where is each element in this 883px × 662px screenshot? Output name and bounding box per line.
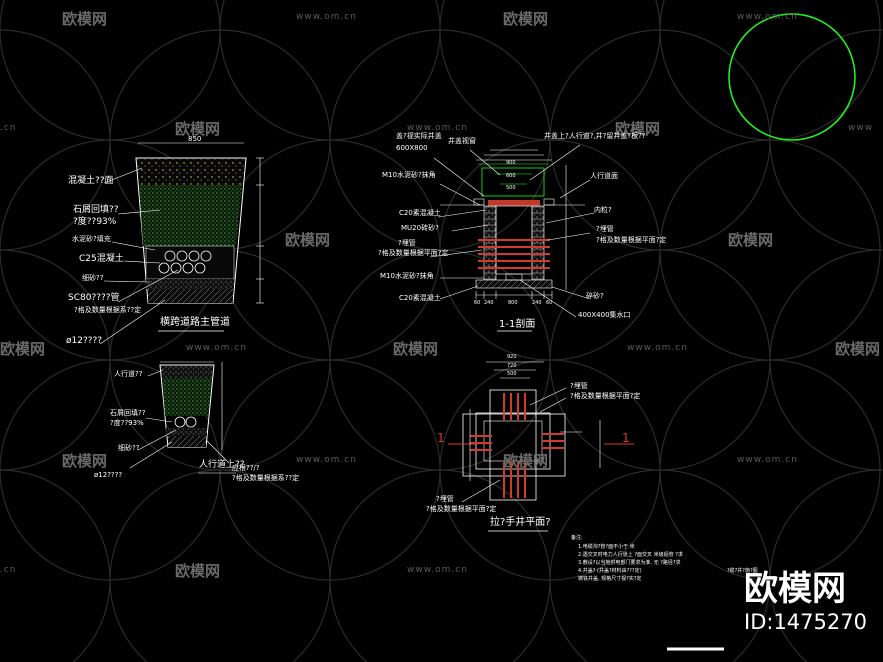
label-note: 应根??/?	[232, 464, 260, 472]
well-section-title: 1-1剖面	[499, 319, 536, 330]
small-trench-title: 人行道上??	[199, 460, 245, 470]
brand-logo-text: 欧模网	[744, 569, 846, 609]
watermark-url: www.om.cn	[407, 123, 468, 133]
watermark-logo: 欧模网	[503, 452, 549, 470]
label-gravel-backfill: 石屑回填??	[73, 205, 119, 215]
green-circle	[728, 13, 856, 141]
label-c20-concrete: C20素混凝土	[399, 294, 441, 302]
small-trench-section	[129, 361, 236, 474]
watermark-logo: 欧模网	[175, 120, 221, 138]
dimension-text: 60	[546, 300, 553, 306]
dimension-text: 500	[506, 185, 516, 191]
label-concrete-surface: 混凝土??面	[68, 176, 114, 186]
label-fine-sand: 细砂??	[82, 274, 104, 282]
notes-line: 2.遇交叉时电力人行道上 ?面交叉 米级铝管 ?求	[578, 552, 683, 558]
notes-line: 3.敷设?以当地供电部门要求为准, 无 ?路径?求	[578, 560, 681, 566]
dimension-text: 600	[506, 173, 516, 179]
watermark-url: www.om.cn	[296, 12, 357, 22]
dimension-text: 720	[507, 363, 517, 369]
label-cover-size: 600X800	[396, 144, 428, 152]
label-embedded-pipe: ?埋管	[596, 225, 614, 233]
label-rebar: ø12????	[66, 336, 103, 346]
dimension-text: 240	[484, 300, 494, 306]
label-embedded-pipe: ?埋管	[570, 382, 588, 390]
label-rebar: ø12????	[94, 471, 123, 479]
watermark-logo: 欧模网	[728, 231, 774, 249]
label-compaction: ?度??93%	[73, 217, 117, 227]
label-mortar-fill: 水泥砂?填充	[72, 235, 111, 243]
label-spec-note: ?格及数量根据平面?定	[570, 392, 641, 400]
label-fine-sand: 细砂??	[118, 444, 140, 452]
watermark-logo: 欧模网	[62, 452, 108, 470]
label-compaction: ?度??93%	[110, 419, 144, 427]
watermark-logo: 欧模网	[615, 120, 661, 138]
watermark-logo-fragment: 欧模网	[835, 340, 881, 358]
label-sump: 400X400集水口	[578, 311, 631, 319]
watermark-url-fragment: .cn	[0, 123, 17, 133]
drawing-stamp: ?缆?井?施?图	[727, 568, 758, 574]
main-trench-section	[99, 142, 264, 345]
watermark-logo: 欧模网	[62, 10, 108, 28]
label-spec-note: ?格及数量根据系??定	[74, 306, 142, 314]
watermark-logo-fragment: 欧模网	[0, 340, 46, 358]
watermark-url: www.om.cn	[296, 455, 357, 465]
dimension-text: 500	[507, 371, 517, 377]
watermark-url: www.om.cn	[407, 565, 468, 575]
label-cover-note: 井盖上?人行道?,井?留井盖?板??	[544, 132, 646, 140]
plan-view-title: 拉?手井平面?	[490, 517, 551, 528]
watermark-url-fragment: www	[848, 123, 874, 133]
notes-line: 铸铁井盖, 规格尺寸视?实?定	[578, 576, 642, 582]
plan-view	[448, 361, 634, 532]
label-inner: 内粒?	[594, 206, 612, 214]
watermark-logo: 欧模网	[175, 562, 221, 580]
watermark-logo: 欧模网	[393, 340, 439, 358]
label-crushed-stone: 碎砂?	[586, 292, 604, 300]
dimension-text: 800	[508, 300, 518, 306]
main-trench-title: 横跨道路主管道	[160, 317, 230, 328]
dimension-text: 60	[474, 300, 481, 306]
label-spec-note: ?格及数量根据平面?定	[596, 236, 667, 244]
label-sc80-pipe: SC80????管	[68, 293, 120, 303]
section-mark-left: 1	[437, 431, 445, 445]
watermark-url: www.om.cn	[737, 455, 798, 465]
label-cover-view: 井盖视窗	[448, 137, 476, 145]
label-embedded-pipe: ?埋管	[436, 495, 454, 503]
label-gravel-backfill: 石屑回填??	[110, 409, 146, 417]
watermark-url: www.om.cn	[737, 12, 798, 22]
watermark-url: www.om.cn	[627, 343, 688, 353]
watermark-url: www.om.cn	[186, 343, 247, 353]
notes-title: 备注:	[571, 535, 583, 541]
label-c20-concrete: C20素混凝土	[399, 209, 441, 217]
well-section	[429, 144, 595, 332]
label-brick-mortar: MU20砖砂?	[401, 224, 439, 232]
label-embedded-pipe: ?埋管	[398, 239, 416, 247]
dimension-text: 240	[532, 300, 542, 306]
brand-id: ID:1475270	[744, 610, 867, 634]
dimension-text: 920	[507, 354, 517, 360]
watermark-logo: 欧模网	[285, 231, 331, 249]
watermark-url-fragment: .cn	[0, 565, 17, 575]
label-mortar: M10水泥砂?抹角	[380, 272, 434, 280]
label-mortar: M10水泥砂?抹角	[382, 171, 436, 179]
label-c25-concrete: C25混凝土	[79, 254, 124, 264]
label-sidewalk-surface: 人行道面	[590, 172, 618, 180]
label-sidewalk: 人行道??	[114, 370, 143, 378]
label-spec-note: ?格及数量根据平面?定	[426, 505, 497, 513]
watermark-logo: 欧模网	[503, 10, 549, 28]
notes-line: 1.电缆沟?管?面不小于 米	[578, 544, 635, 550]
notes-line: 4.井盖? (井盖?材料由???定)	[578, 568, 642, 574]
label-spec-note: ?格及数量根据系??定	[232, 474, 300, 482]
dimension-text: 850	[188, 135, 202, 143]
label-cover: 盖?视实际井盖	[396, 132, 442, 140]
label-spec-note: ?格及数量根据平面?定	[378, 249, 449, 257]
dimension-text: 900	[506, 160, 516, 166]
section-mark-right: 1	[622, 431, 630, 445]
